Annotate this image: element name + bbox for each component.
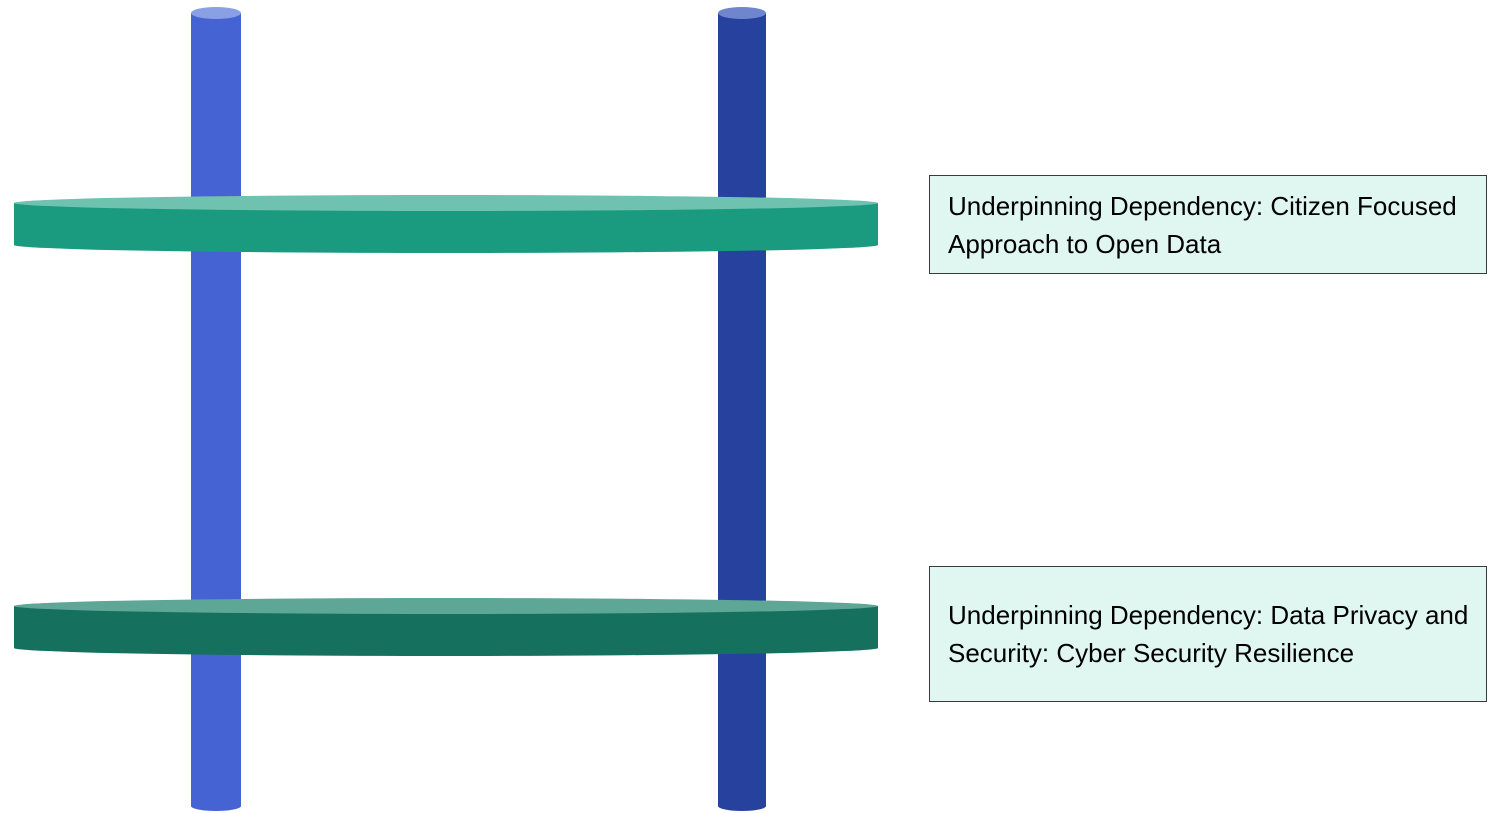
top-disc xyxy=(14,195,878,253)
left-pole-body xyxy=(191,13,241,811)
right-pole xyxy=(718,7,766,811)
bottom-disc-face xyxy=(14,598,878,614)
right-pole-body xyxy=(718,13,766,811)
label-top: Underpinning Dependency: Citizen Focused… xyxy=(929,175,1487,274)
bottom-disc xyxy=(14,598,878,656)
label-bottom: Underpinning Dependency: Data Privacy an… xyxy=(929,566,1487,702)
right-pole-cap xyxy=(718,7,766,19)
bottom-disc-body xyxy=(14,606,878,656)
left-pole xyxy=(191,7,241,811)
label-top-text: Underpinning Dependency: Citizen Focused… xyxy=(948,190,1457,259)
label-bottom-text: Underpinning Dependency: Data Privacy an… xyxy=(948,600,1469,668)
top-disc-body xyxy=(14,203,878,253)
top-disc-face xyxy=(14,195,878,211)
left-pole-cap xyxy=(191,7,241,19)
